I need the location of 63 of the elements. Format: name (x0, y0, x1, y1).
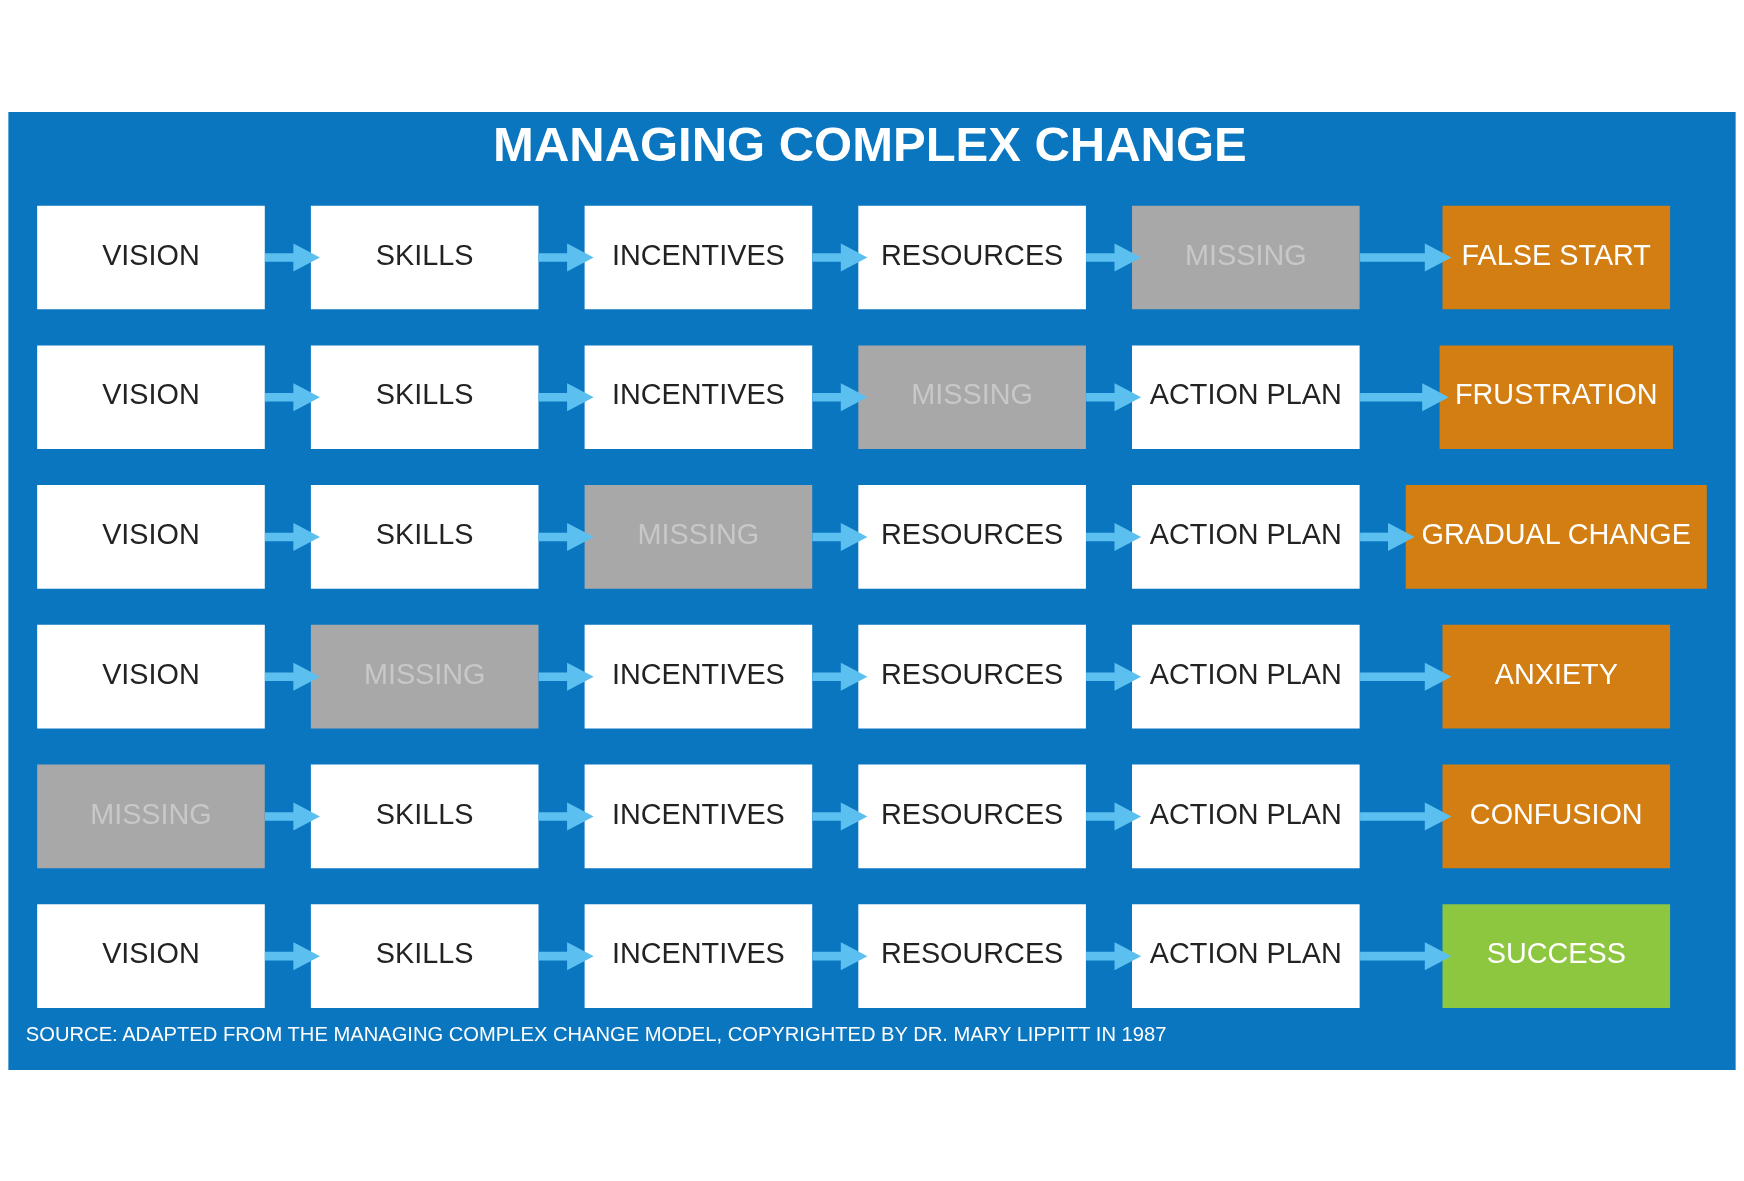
node-box: SKILLS (310, 484, 539, 589)
node-box: VISION (37, 484, 265, 589)
node-box: SKILLS (310, 344, 539, 449)
arrow (538, 802, 594, 830)
node-box: GRADUAL CHANGE (1405, 484, 1707, 589)
caption: SOURCE: ADAPTED FROM THE MANAGING COMPLEX CHANGE MODEL, COPYRIGHTED BY DR. MARY LIPPITT IN 1987 (25, 1022, 1167, 1045)
node-box: CONFUSION (1442, 764, 1671, 868)
arrow (812, 382, 868, 411)
node-box: ACTION PLAN (1132, 764, 1360, 868)
arrow (264, 941, 320, 970)
arrow (538, 522, 594, 551)
arrow (264, 522, 320, 551)
node-box: FRUSTRATION (1439, 344, 1673, 449)
arrow (1086, 662, 1142, 691)
node-box: ACTION PLAN (1132, 484, 1360, 589)
node-box: INCENTIVES (584, 624, 813, 729)
node-box: RESOURCES (858, 205, 1086, 309)
node-box: ACTION PLAN (1132, 344, 1360, 449)
node-box: VISION (37, 205, 265, 309)
arrow (264, 243, 320, 271)
arrow (1360, 662, 1452, 691)
node-box: INCENTIVES (584, 764, 813, 868)
node-box: INCENTIVES (584, 205, 813, 309)
node-box: SKILLS (310, 205, 539, 309)
node-box: VISION (37, 903, 265, 1008)
arrow (812, 802, 868, 830)
arrow (264, 662, 320, 691)
node-box: ACTION PLAN (1132, 624, 1360, 729)
arrow (538, 941, 594, 970)
arrow (1360, 802, 1452, 830)
node-box: FALSE START (1442, 205, 1671, 309)
node-box: RESOURCES (858, 903, 1086, 1008)
arrow (1360, 243, 1452, 271)
node-box: RESOURCES (858, 484, 1086, 589)
arrow (812, 522, 868, 551)
node-box: RESOURCES (858, 764, 1086, 868)
arrow (1360, 522, 1415, 551)
node-box: ACTION PLAN (1132, 903, 1360, 1008)
arrow (1086, 243, 1142, 271)
arrow (1360, 382, 1449, 411)
arrow (538, 243, 594, 271)
arrow (1086, 802, 1142, 830)
node-box: RESOURCES (858, 624, 1086, 729)
arrow (812, 941, 868, 970)
node-box: SKILLS (310, 764, 539, 868)
arrow (264, 802, 320, 830)
arrow (1086, 941, 1142, 970)
arrow (1086, 522, 1142, 551)
diagram-title: MANAGING COMPLEX CHANGE (493, 116, 1247, 171)
arrow (812, 662, 868, 691)
arrow (1086, 382, 1142, 411)
node-box: SUCCESS (1442, 903, 1671, 1008)
arrow (538, 382, 594, 411)
arrow (264, 382, 320, 411)
node-box: SKILLS (310, 903, 539, 1008)
node-box: VISION (37, 624, 265, 729)
arrow (812, 243, 868, 271)
node-box: INCENTIVES (584, 344, 813, 449)
node-box: ANXIETY (1442, 624, 1671, 729)
node-box: VISION (37, 344, 265, 449)
node-box: INCENTIVES (584, 903, 813, 1008)
arrow (1360, 941, 1452, 970)
arrow (538, 662, 594, 691)
